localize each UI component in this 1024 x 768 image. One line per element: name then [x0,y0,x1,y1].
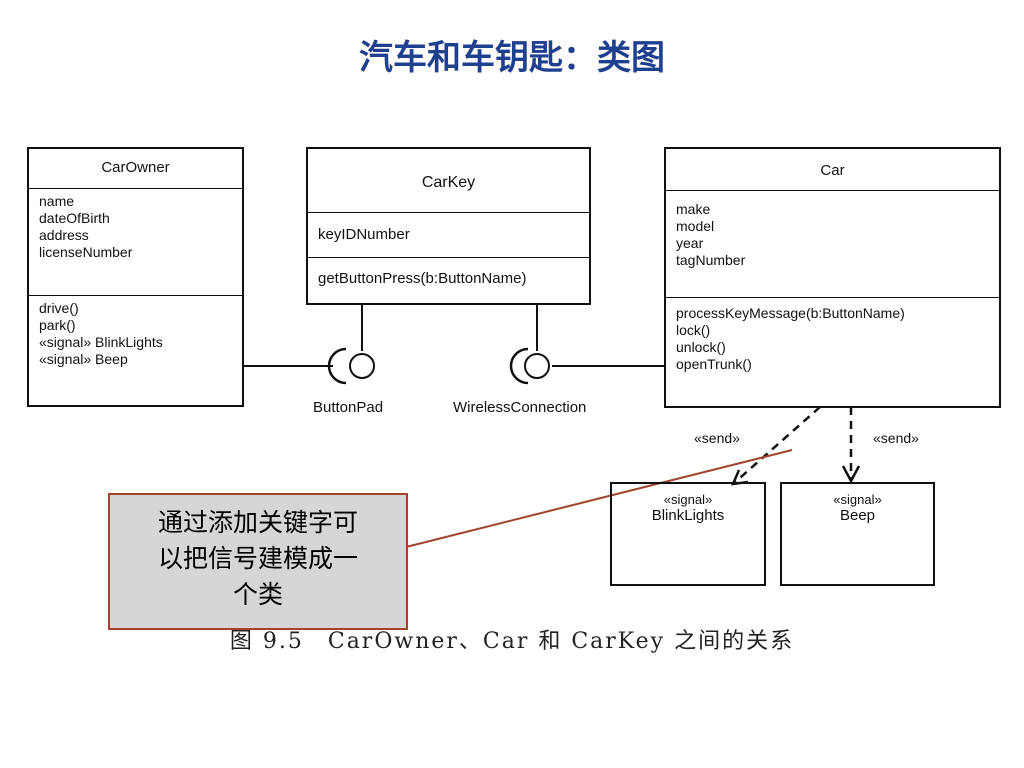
blinklights-signal-class: «signal» BlinkLights [610,482,766,586]
carkey-operations: getButtonPress(b:ButtonName) [308,258,589,291]
carowner-class-name: CarOwner [29,149,242,189]
car-attr: make [676,201,711,217]
carowner-attr: dateOfBirth [39,210,110,226]
car-attr: year [676,235,704,251]
beep-stereotype: «signal» [833,492,882,507]
carowner-op: «signal» Beep [39,351,128,367]
car-attr: model [676,218,715,234]
send-label-right: «send» [873,430,919,446]
carowner-op: «signal» BlinkLights [39,334,163,350]
send-label-left: «send» [694,430,740,446]
callout-line: 个类 [232,580,283,609]
carkey-class: CarKey keyIDNumber getButtonPress(b:Butt… [306,147,591,305]
carowner-op: drive() [39,300,79,316]
callout-line: 通过添加关键字可 [157,508,358,537]
carowner-op: park() [39,317,76,333]
wireless-socket [509,347,529,385]
callout-line: 以把信号建模成一 [157,544,358,573]
car-class: Car make model year tagNumber processKey… [664,147,1001,408]
beep-arrowhead [841,465,861,484]
blinklights-name: BlinkLights [651,507,725,524]
carowner-class: CarOwner name dateOfBirth address licens… [27,147,244,407]
car-op: unlock() [676,339,726,355]
carkey-class-name: CarKey [308,149,589,213]
car-op: openTrunk() [676,356,752,372]
beep-signal-class: «signal» Beep [780,482,935,586]
carowner-attr: name [39,193,75,209]
blinklights-stereotype: «signal» [663,492,713,507]
carowner-operations: drive() park() «signal» BlinkLights «sig… [29,296,242,372]
beep-name: Beep [839,507,876,524]
callout-leader [405,449,793,548]
carkey-op: getButtonPress(b:ButtonName) [318,270,527,287]
carkey-attributes: keyIDNumber [308,213,589,258]
buttonpad-label: ButtonPad [313,399,384,416]
carowner-attributes: name dateOfBirth address licenseNumber [29,189,242,296]
car-op: lock() [676,322,711,338]
car-class-name: Car [666,149,999,191]
wireless-ball [524,353,550,379]
wireless-connection-label: WirelessConnection [453,399,587,416]
carkey-attr: keyIDNumber [318,226,410,243]
carowner-attr: address [39,227,89,243]
buttonpad-ball [349,353,375,379]
annotation-callout: 通过添加关键字可 以把信号建模成一 个类 [108,493,408,630]
buttonpad-socket [327,347,347,385]
car-attr: tagNumber [676,252,746,268]
car-operations: processKeyMessage(b:ButtonName) lock() u… [666,298,999,377]
car-op: processKeyMessage(b:ButtonName) [676,305,905,321]
car-attributes: make model year tagNumber [666,191,999,298]
carowner-attr: licenseNumber [39,244,133,260]
slide-title: 汽车和车钥匙：类图 [359,38,665,78]
send-blinklights-arrow [732,406,821,485]
figure-caption: 图 9.5 CarOwner、Car 和 CarKey 之间的关系 [229,629,795,654]
